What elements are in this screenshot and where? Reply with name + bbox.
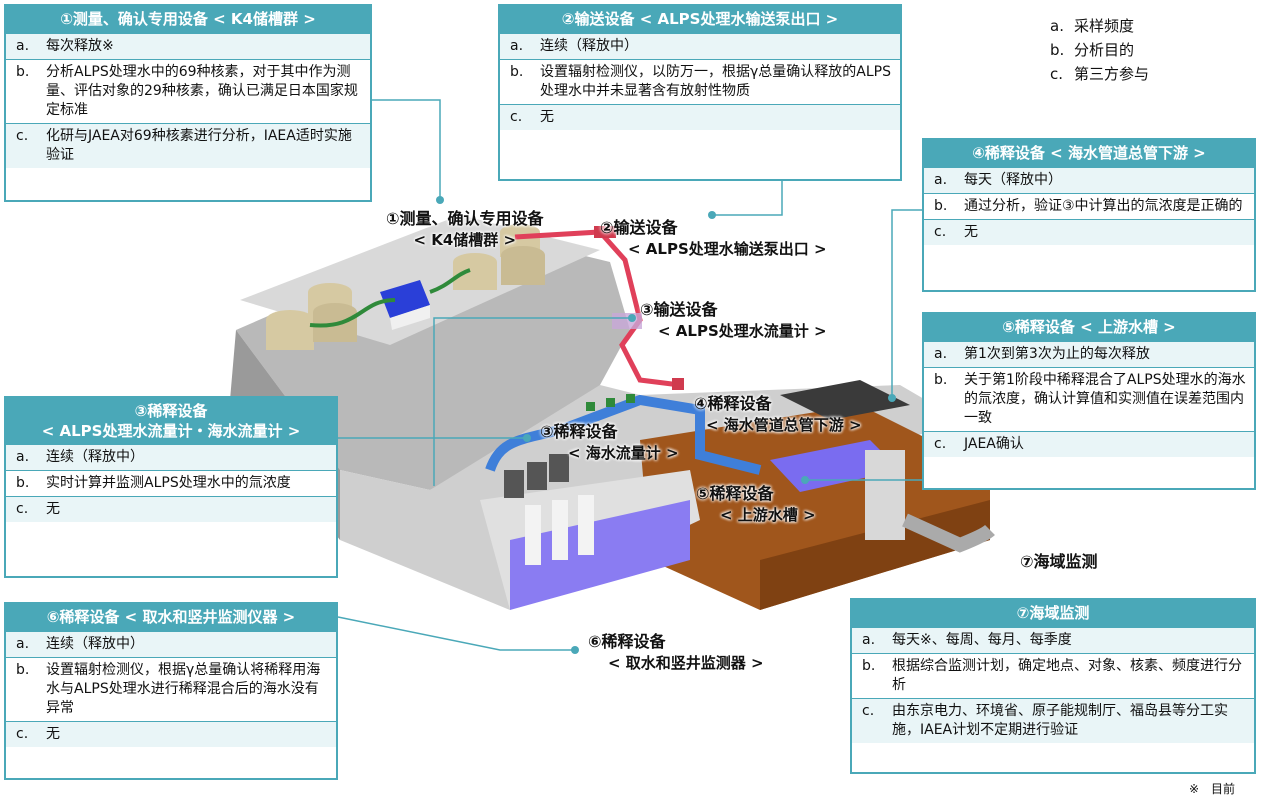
panel-row-c: c.化研与JAEA对69种核素进行分析，IAEA适时实施验证: [6, 123, 370, 168]
callout-pump-outlet: ②输送设备< ALPS处理水输送泵出口 >: [600, 218, 827, 258]
panel-flowmeters: ③稀释设备 < ALPS处理水流量计・海水流量计 > a.连续（释放中） b.实…: [4, 396, 338, 578]
panel-pump-outlet: ②输送设备 < ALPS处理水输送泵出口 > a.连续（释放中） b.设置辐射检…: [498, 4, 902, 181]
panel-title: ⑤稀释设备 < 上游水槽 >: [924, 314, 1254, 341]
panel-row-c: c.无: [500, 104, 900, 130]
panel-row-c: c.JAEA确认: [924, 431, 1254, 457]
panel-row-b: b.根据综合监测计划，确定地点、对象、核素、频度进行分析: [852, 653, 1254, 698]
blue-roof-building: [380, 280, 430, 318]
upstream-tank-wall: [865, 450, 905, 540]
legend-item-c: c.第三方参与: [1050, 65, 1150, 83]
legend: a.采样频度 b.分析目的 c.第三方参与: [1050, 14, 1149, 86]
callout-seawater-flowmeter: ③稀释设备< 海水流量计 >: [540, 422, 679, 462]
callout-header-downstream: ④稀释设备< 海水管道总管下游 >: [694, 394, 862, 434]
panel-row-c: c.由东京电力、环境省、原子能规制厅、福岛县等分工实施，IAEA计划不定期进行验…: [852, 698, 1254, 743]
leader-dots: [436, 196, 896, 654]
footnote: ※ 目前: [1188, 782, 1235, 796]
outlet-pipe: [902, 513, 995, 553]
panel-row-b: b.设置辐射检测仪，根据γ总量确认将稀释用海水与ALPS处理水进行稀释混合后的海…: [6, 657, 336, 721]
panel-row-a: a.第1次到第3次为止的每次释放: [924, 341, 1254, 367]
panel-row-a: a.连续（释放中）: [500, 33, 900, 59]
panel-row-b: b.分析ALPS处理水中的69种核素，对于其中作为测量、评估对象的29种核素，确…: [6, 59, 370, 123]
panel-row-c: c.无: [6, 721, 336, 747]
panel-intake-shaft: ⑥稀释设备 < 取水和竖井监测仪器 > a.连续（释放中） b.设置辐射检测仪，…: [4, 602, 338, 780]
panel-title: ⑦海域监测: [852, 600, 1254, 627]
callout-sea-monitoring: ⑦海域监测: [1020, 552, 1098, 571]
building-wall: [390, 305, 430, 330]
panel-title: ②输送设备 < ALPS处理水输送泵出口 >: [500, 6, 900, 33]
panel-row-b: b.设置辐射检测仪，以防万一，根据γ总量确认释放的ALPS处理水中并未显著含有放…: [500, 59, 900, 104]
callout-alps-flowmeter: ③输送设备< ALPS处理水流量计 >: [640, 300, 827, 340]
pumps: [504, 454, 569, 498]
panel-header-downstream: ④稀释设备 < 海水管道总管下游 > a.每天（释放中） b.通过分析，验证③中…: [922, 138, 1256, 292]
panel-row-c: c.无: [6, 496, 336, 522]
leader-lines: [337, 99, 922, 651]
panel-row-b: b.实时计算并监测ALPS处理水中的氚浓度: [6, 470, 336, 496]
panel-row-a: a.每次释放※: [6, 33, 370, 59]
panel-title: ⑥稀释设备 < 取水和竖井监测仪器 >: [6, 604, 336, 631]
dark-building: [780, 380, 910, 420]
panel-k4-tanks: ①测量、确认专用设备 < K4储槽群 > a.每次释放※ b.分析ALPS处理水…: [4, 4, 372, 202]
panel-row-a: a.连续（释放中）: [6, 631, 336, 657]
panel-row-a: a.连续（释放中）: [6, 444, 336, 470]
callout-upstream-tank: ⑤稀释设备< 上游水槽 >: [696, 484, 816, 524]
shaft-wall-3: [578, 495, 594, 555]
pump-outlet-box: [594, 226, 616, 238]
shaft-water: [510, 500, 690, 610]
callout-intake-shaft: ⑥稀释设备< 取水和竖井监测器 >: [588, 632, 764, 672]
flowmeter-box: [612, 313, 642, 329]
legend-item-b: b.分析目的: [1050, 41, 1135, 59]
legend-item-a: a.采样频度: [1050, 17, 1135, 35]
callout-k4: ①测量、确认专用设备< K4储槽群 >: [386, 209, 544, 249]
k4-tank-group: [266, 224, 545, 350]
panel-title: ④稀释设备 < 海水管道总管下游 >: [924, 140, 1254, 167]
panel-row-c: c.无: [924, 219, 1254, 245]
panel-row-a: a.每天※、每周、每月、每季度: [852, 627, 1254, 653]
shaft-wall-1: [525, 505, 541, 565]
header-valve: [672, 378, 684, 390]
panel-row-a: a.每天（释放中）: [924, 167, 1254, 193]
panel-row-b: b.关于第1阶段中稀释混合了ALPS处理水的海水的氚浓度，确认计算值和实测值在误…: [924, 367, 1254, 431]
panel-title: ①测量、确认专用设备 < K4储槽群 >: [6, 6, 370, 33]
green-valves: [586, 394, 635, 411]
panel-row-b: b.通过分析，验证③中计算出的氚浓度是正确的: [924, 193, 1254, 219]
panel-sea-monitoring: ⑦海域监测 a.每天※、每周、每月、每季度 b.根据综合监测计划，确定地点、对象…: [850, 598, 1256, 774]
shaft-wall-2: [552, 500, 568, 560]
panel-upstream-tank: ⑤稀释设备 < 上游水槽 > a.第1次到第3次为止的每次释放 b.关于第1阶段…: [922, 312, 1256, 490]
green-pipe: [309, 268, 471, 328]
panel-title: ③稀释设备 < ALPS处理水流量计・海水流量计 >: [6, 398, 336, 444]
